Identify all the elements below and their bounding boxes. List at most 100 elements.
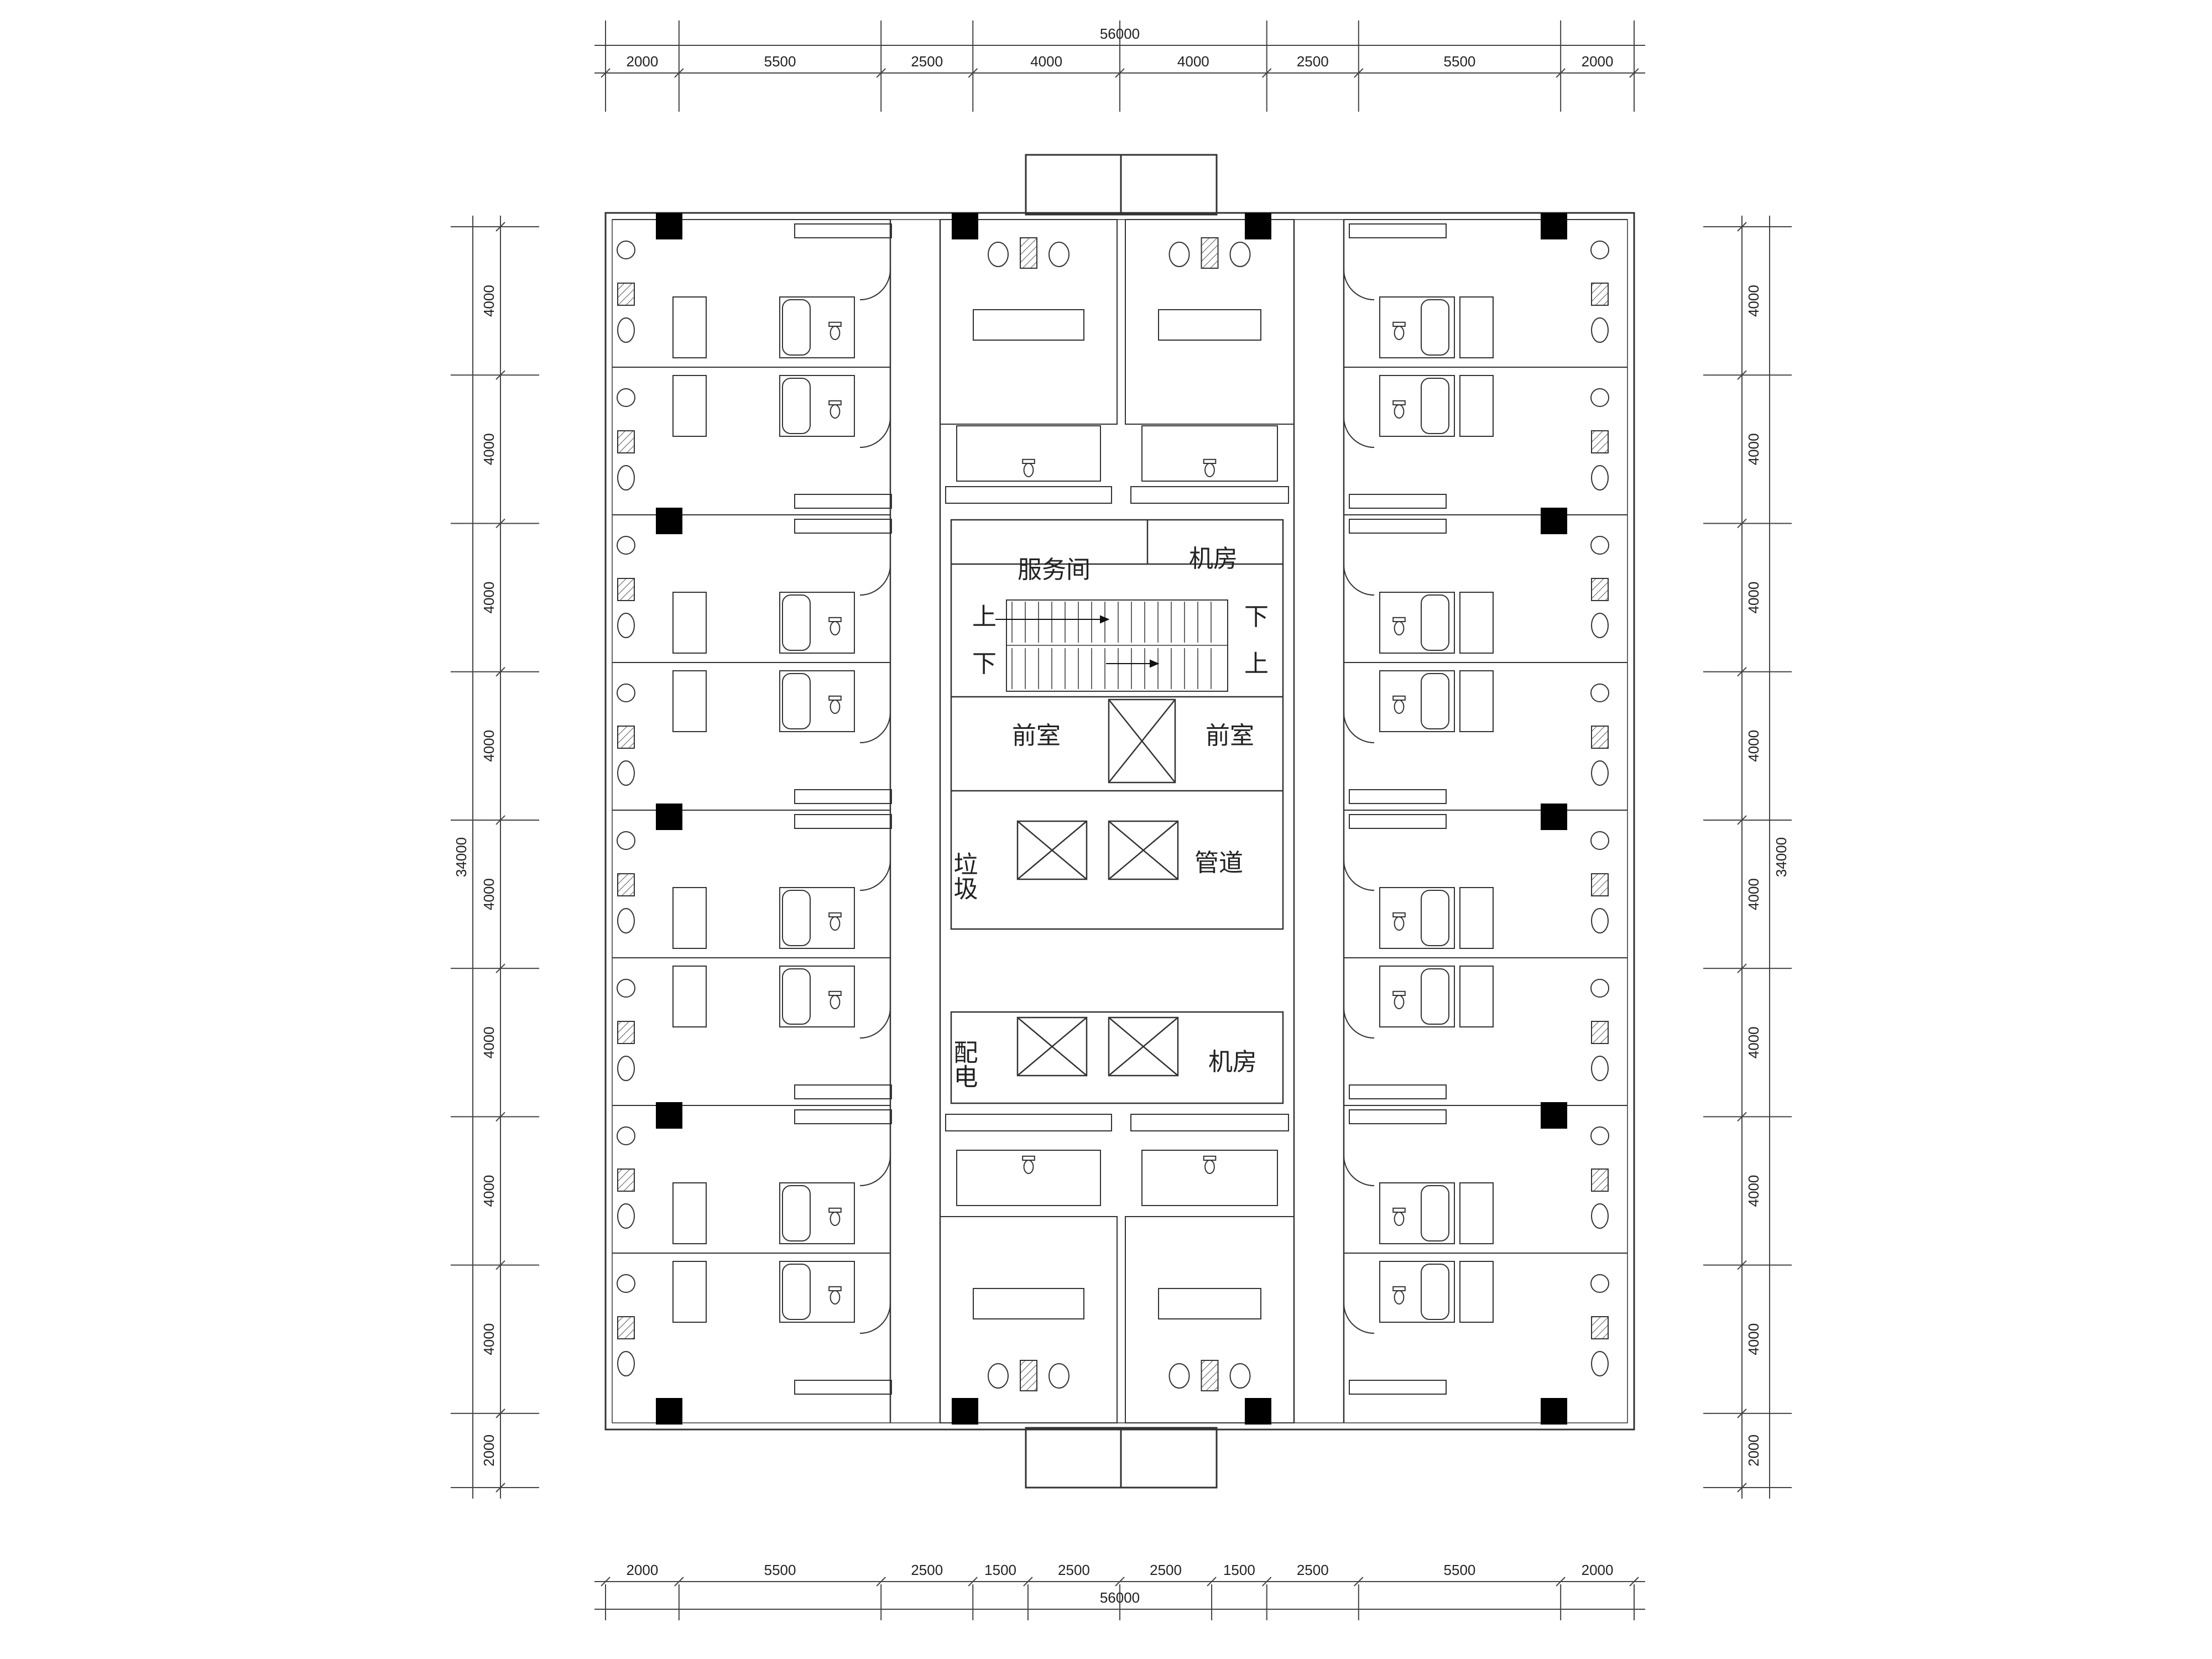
armchair-icon <box>617 1351 635 1376</box>
dimension-label: 2500 <box>1297 1562 1329 1578</box>
side-table-icon <box>1201 1360 1219 1391</box>
bed <box>672 296 707 358</box>
dimension-tick <box>1737 222 1747 232</box>
dimension-tick <box>1115 1577 1125 1587</box>
center-room-bottom <box>940 1216 1118 1423</box>
column <box>656 804 682 830</box>
side-table-icon <box>1591 726 1609 749</box>
bathroom <box>779 1182 855 1244</box>
column <box>1245 213 1271 239</box>
wardrobe <box>794 1380 892 1395</box>
wardrobe <box>794 494 892 509</box>
bed <box>1459 592 1494 654</box>
armchair-icon <box>617 317 635 343</box>
dimension-tick <box>495 1483 505 1493</box>
bathtub-icon <box>782 673 811 729</box>
dimension-label: 2000 <box>1745 1434 1762 1467</box>
toilet-tank <box>828 1207 842 1213</box>
bathroom <box>1379 296 1455 358</box>
toilet-tank <box>828 990 842 997</box>
bed <box>1459 1182 1494 1244</box>
toilet-icon <box>1204 1160 1215 1174</box>
dimension-label: 4000 <box>481 1026 497 1058</box>
dimension-label: 4000 <box>1745 1175 1762 1207</box>
dimension-tick <box>1737 666 1747 677</box>
dimension-tick <box>1737 963 1747 973</box>
column <box>1245 1398 1271 1425</box>
toilet-icon <box>830 700 841 714</box>
toilet-tank <box>828 1286 842 1292</box>
dimension-tick <box>495 1408 505 1418</box>
dimension-tick <box>1737 518 1747 529</box>
armchair-icon <box>617 1203 635 1229</box>
dimension-label: 2500 <box>911 53 943 70</box>
pipe-shaft-label: 管道 <box>1194 849 1243 877</box>
dimension-lines <box>451 20 1792 1620</box>
side-table-icon <box>1591 578 1609 601</box>
column <box>656 1398 682 1425</box>
bathtub-icon <box>1421 1264 1449 1320</box>
bathroom <box>1141 1150 1278 1206</box>
dimension-label: 4000 <box>1745 1026 1762 1058</box>
door-swing <box>859 712 891 743</box>
stair-treads <box>1006 602 1228 689</box>
toilet-tank <box>1022 1155 1035 1161</box>
wardrobe <box>1349 494 1447 509</box>
toilet-tank <box>1392 400 1406 405</box>
bathtub-icon <box>782 968 811 1025</box>
dimension-tick <box>674 68 684 78</box>
bathtub-icon <box>1421 378 1449 434</box>
dimension-label: 4000 <box>1745 285 1762 317</box>
dimension-label: 4000 <box>1745 582 1762 614</box>
bathroom <box>1379 1182 1455 1244</box>
right-guest-rooms <box>1343 219 1627 1395</box>
wardrobe <box>1349 789 1447 804</box>
dimension-overall-label: 56000 <box>1100 25 1140 42</box>
bathtub-icon <box>1421 673 1449 729</box>
column <box>1541 1102 1567 1129</box>
armchair-icon <box>617 831 635 850</box>
bathroom <box>779 966 855 1027</box>
structural-columns <box>656 213 1567 1425</box>
dimension-label: 4000 <box>481 1175 497 1207</box>
bathtub-icon <box>1421 594 1449 651</box>
bathroom <box>779 670 855 732</box>
bathtub-icon <box>782 890 811 946</box>
toilet-icon <box>830 621 841 635</box>
column <box>656 508 682 534</box>
dimension-label: 5500 <box>764 1562 796 1578</box>
toilet-icon <box>830 995 841 1009</box>
door-swing <box>859 1302 891 1334</box>
dimension-tick <box>968 68 978 78</box>
dimension-label: 1500 <box>1223 1562 1255 1578</box>
door-swing <box>859 1155 891 1186</box>
dimension-tick <box>674 1577 684 1587</box>
toilet-icon <box>1394 621 1405 635</box>
dimension-label: 5500 <box>1444 1562 1476 1578</box>
armchair-icon <box>1591 317 1609 343</box>
bathroom <box>1379 670 1455 732</box>
wardrobe <box>1349 814 1447 829</box>
armchair-icon <box>617 1126 635 1145</box>
dimension-label: 2000 <box>481 1434 497 1467</box>
dimension-label: 4000 <box>481 433 497 465</box>
column <box>952 1398 978 1425</box>
side-table-icon <box>617 578 635 601</box>
wardrobe <box>1349 1109 1447 1124</box>
armchair-icon <box>617 760 635 786</box>
toilet-icon <box>830 326 841 340</box>
bed <box>672 887 707 949</box>
service-room-label: 服务间 <box>1018 556 1091 584</box>
dimension-tick <box>495 370 505 380</box>
center-room-top <box>940 219 1118 425</box>
bathtub-icon <box>782 378 811 434</box>
side-table-icon <box>617 283 635 306</box>
toilet-icon <box>1394 700 1405 714</box>
bathroom <box>1379 375 1455 437</box>
bathroom <box>1379 592 1455 654</box>
armchair-icon <box>617 241 635 259</box>
side-table-icon <box>617 1021 635 1044</box>
machine-room-bottom-label: 机房 <box>1208 1048 1257 1076</box>
dimension-label: 4000 <box>481 285 497 317</box>
